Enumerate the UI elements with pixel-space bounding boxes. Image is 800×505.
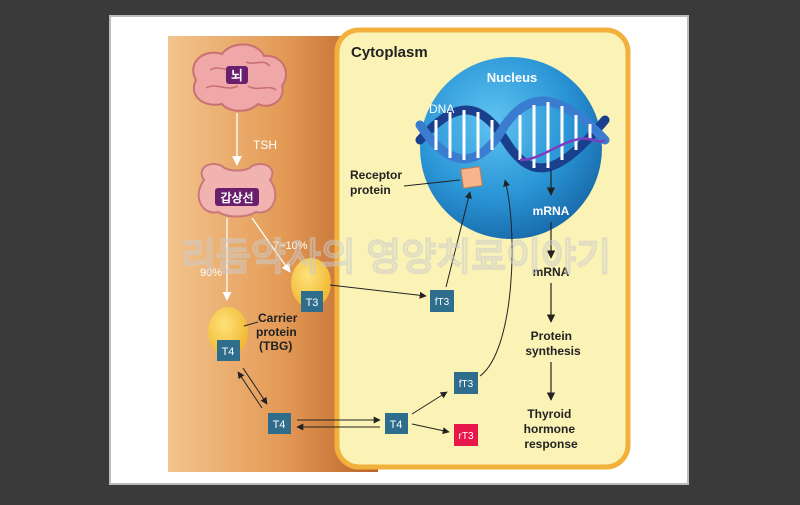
brain-badge xyxy=(226,66,248,84)
ft3-lower-box xyxy=(454,372,478,394)
pct-7-10-label: 7~10% xyxy=(273,240,308,252)
t4-blood-label: T4 xyxy=(273,419,286,431)
nucleus-label: Nucleus xyxy=(487,70,538,85)
t4-blood-box xyxy=(268,413,291,434)
arrow-thyroid-to-t3 xyxy=(251,217,291,273)
ft3-upper-label: fT3 xyxy=(435,297,450,308)
mrna-label: mRNA xyxy=(533,265,570,279)
arrow-t4-to-rt3 xyxy=(411,423,450,435)
thyroid-response-label: Thyroid hormone response xyxy=(524,407,579,451)
receptor-label: Receptor protein xyxy=(350,168,405,197)
pct-90-label: 90% xyxy=(200,267,222,279)
ft3-upper-box xyxy=(430,290,454,312)
arrow-t4-bind xyxy=(237,371,263,409)
carrier-protein-label: Carrier protein (TBG) xyxy=(256,311,301,353)
dna-helix-icon xyxy=(415,96,610,173)
thyroid-badge xyxy=(215,188,259,206)
t4-cell-box xyxy=(385,413,408,434)
arrow-ft3-to-nucleus xyxy=(479,179,513,377)
ft3-lower-label: fT3 xyxy=(459,379,474,390)
t4-cell-label: T4 xyxy=(390,419,403,431)
t4-carrier-box xyxy=(217,340,240,361)
t3-label: T3 xyxy=(306,297,319,309)
cytoplasm-label: Cytoplasm xyxy=(351,44,428,61)
arrow-ft3-to-receptor xyxy=(445,191,472,288)
mrna-nucleus-label: mRNA xyxy=(533,204,570,218)
arrow-t3-into-cell xyxy=(329,284,427,299)
arrow-t4-release xyxy=(242,367,268,405)
carrier-pointer xyxy=(243,321,259,327)
tsh-label: TSH xyxy=(253,138,277,152)
arrow-t4-to-ft3 xyxy=(411,391,448,415)
watermark: 리듬약사의 영양치료이야기 xyxy=(181,237,611,279)
protein-synthesis-label: Protein synthesis xyxy=(525,329,581,358)
dna-label: DNA xyxy=(429,102,454,116)
brain-label: 뇌 xyxy=(231,68,243,83)
t4-carrier-label: T4 xyxy=(222,346,235,358)
rt3-box xyxy=(454,424,478,446)
receptor-pointer xyxy=(403,179,461,187)
thyroid-label: 갑상선 xyxy=(220,190,253,205)
receptor-protein-icon xyxy=(460,166,483,189)
rt3-label: rT3 xyxy=(459,431,474,442)
t3-box xyxy=(301,291,323,312)
